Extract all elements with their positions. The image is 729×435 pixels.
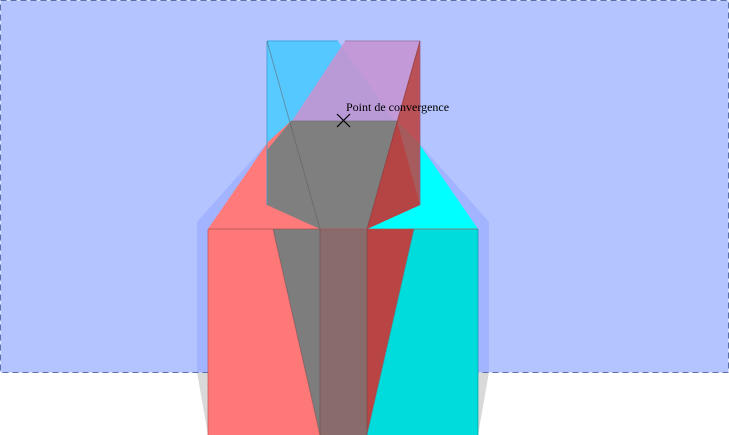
mauve-back-prism xyxy=(292,41,420,121)
edge-lines xyxy=(207,40,479,435)
dark-red-wedge-lower xyxy=(367,121,420,229)
brown-center-block xyxy=(320,229,367,435)
convergence-label: Point de convergence xyxy=(346,100,449,114)
cross-icon xyxy=(336,113,351,128)
red-block xyxy=(208,229,320,435)
teal-block xyxy=(367,229,478,435)
gray-funnel-top xyxy=(267,121,397,229)
